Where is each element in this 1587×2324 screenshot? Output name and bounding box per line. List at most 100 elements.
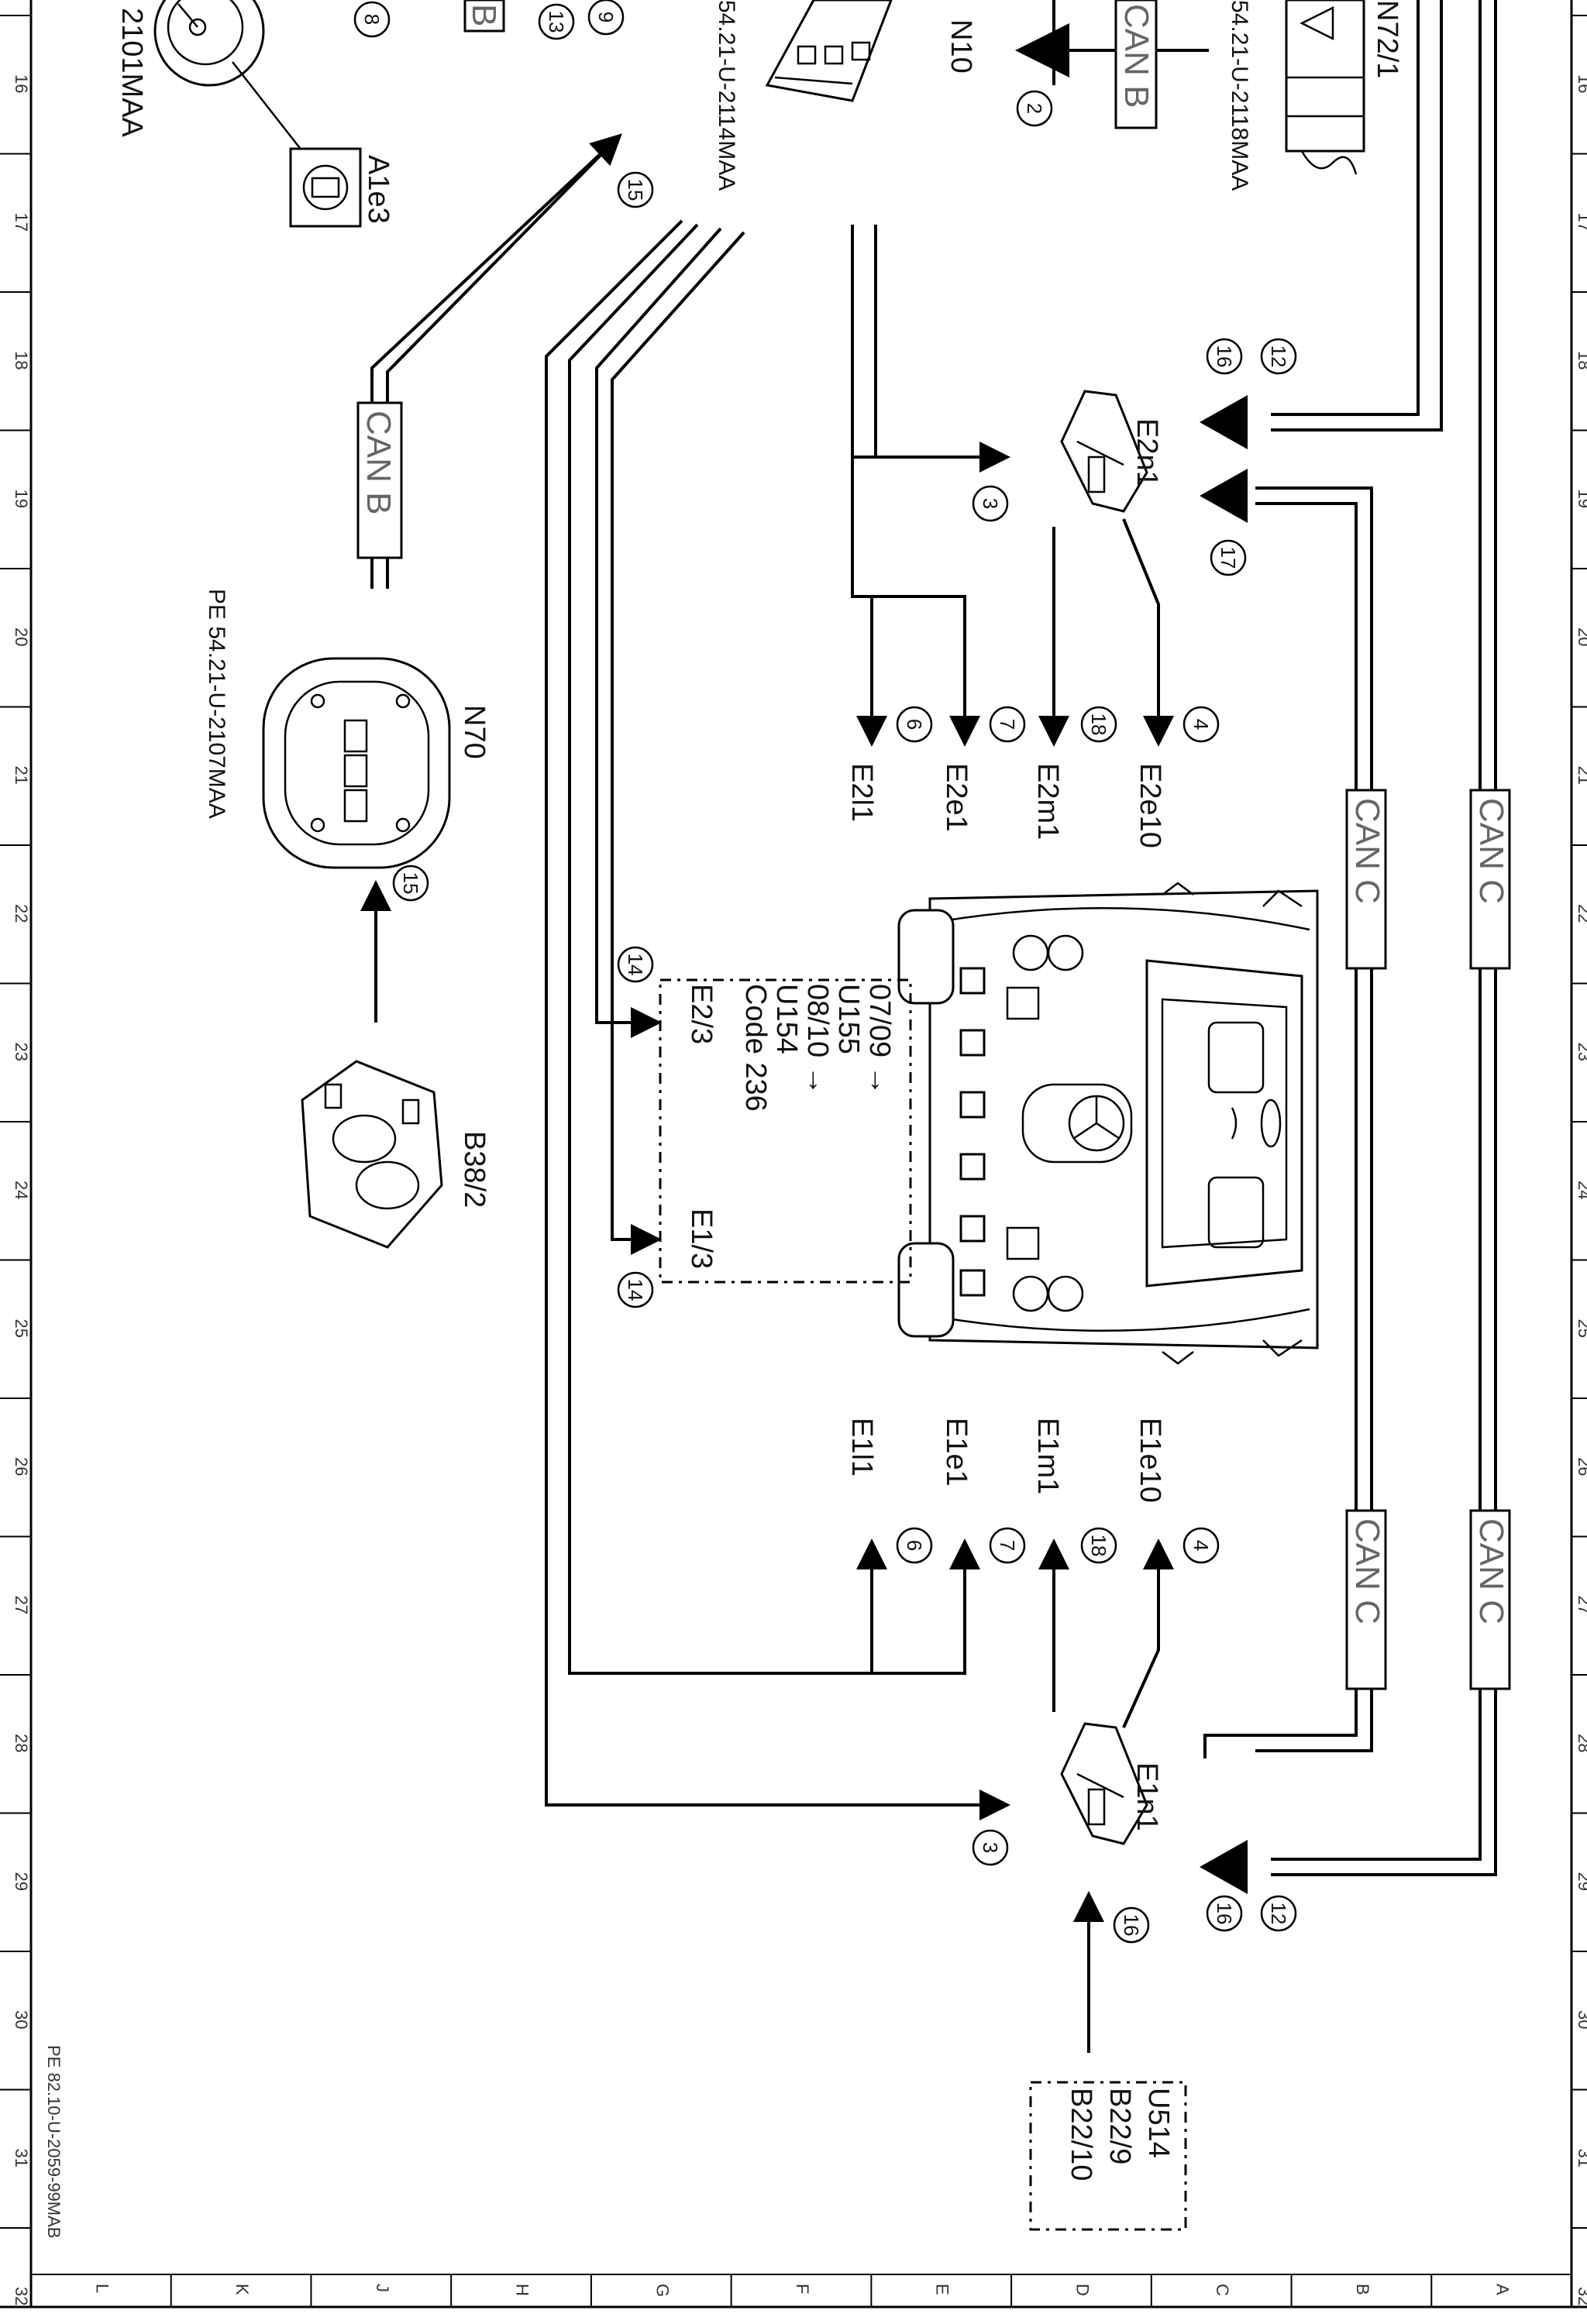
E2n1-module xyxy=(1060,390,1148,513)
arrow-e2n1-top xyxy=(1200,395,1248,449)
svg-text:16: 16 xyxy=(1213,346,1236,368)
can-c-label-3: CAN C xyxy=(1348,1518,1386,1624)
wire-n10-E1_3 xyxy=(611,231,745,1255)
ruler-number: 20 xyxy=(1575,627,1587,646)
vehicle-front xyxy=(897,882,1319,1365)
U514-line-3: B22/10 xyxy=(1065,2088,1097,2181)
ruler-number: 29 xyxy=(12,1872,31,1891)
label-A1e3: A1e3 xyxy=(362,155,394,224)
U514-line-2: B22/9 xyxy=(1103,2088,1136,2164)
ruler-letter: E xyxy=(933,2284,952,2295)
label-E2_3: E2/3 xyxy=(685,984,718,1044)
N70-ref: PE 54.21-U-2107MAA xyxy=(204,589,229,819)
label-N10: N10 xyxy=(945,19,977,74)
ruler-letter: J xyxy=(373,2284,392,2292)
ruler-letter: G xyxy=(652,2284,672,2297)
cluster-ref: 2101MAA xyxy=(115,8,148,138)
ruler-number: 19 xyxy=(1575,490,1587,508)
U514-box xyxy=(1029,2081,1187,2231)
marker-18-top: 18 xyxy=(1080,706,1117,743)
svg-text:13: 13 xyxy=(545,11,568,33)
N70-module xyxy=(262,657,451,869)
svg-text:3: 3 xyxy=(979,1842,1002,1853)
wire-top-outer xyxy=(1271,0,1420,416)
marker-6-top: 6 xyxy=(896,706,933,743)
box-line-5: Code 236 xyxy=(739,984,772,1112)
ruler-number: 17 xyxy=(1575,213,1587,232)
marker-14-top: 14 xyxy=(617,946,654,983)
ruler-letter: F xyxy=(793,2284,812,2294)
marker-9: 9 xyxy=(587,0,625,36)
ruler-number: 27 xyxy=(1575,1596,1587,1614)
can-c-bus-left xyxy=(1203,504,1358,1758)
N10-module xyxy=(765,0,893,102)
ruler-number: 30 xyxy=(12,2010,31,2029)
wire-E2e1 xyxy=(852,595,980,747)
marker-15-top: 15 xyxy=(617,171,654,208)
marker-18-bottom: 18 xyxy=(1080,1527,1117,1564)
arrow-e1n1-canc xyxy=(1200,1840,1248,1894)
can-b-top-box xyxy=(1114,0,1158,129)
svg-text:4: 4 xyxy=(1189,719,1213,730)
label-B38_2: B38/2 xyxy=(458,1131,491,1208)
ruler-letter: L xyxy=(92,2284,112,2293)
marker-4-top: 4 xyxy=(1183,706,1220,743)
ruler-number: 17 xyxy=(12,213,31,232)
marker-13: 13 xyxy=(538,3,575,40)
label-E1m1: E1m1 xyxy=(1031,1418,1064,1494)
svg-text:16: 16 xyxy=(1120,1914,1143,1937)
marker-6-bottom: 6 xyxy=(896,1527,933,1564)
N10-ref: 54.21-U-2114MAA xyxy=(714,0,739,191)
wire-n10-E2_3 xyxy=(595,227,722,1038)
svg-text:2: 2 xyxy=(1023,103,1046,114)
can-c-bus-right-inner xyxy=(1271,0,1497,1876)
marker-2: 2 xyxy=(1016,90,1053,127)
ruler-number: 23 xyxy=(1575,1043,1587,1061)
box-line-2: U155 xyxy=(832,984,865,1054)
marker-7-bottom: 7 xyxy=(989,1527,1026,1564)
svg-text:7: 7 xyxy=(996,719,1019,730)
svg-text:14: 14 xyxy=(624,1279,647,1301)
arrow-e2n1-canc xyxy=(1200,469,1248,523)
wire-n10-e1n1-3 xyxy=(545,219,1010,1820)
svg-text:3: 3 xyxy=(979,498,1002,509)
label-E1_3: E1/3 xyxy=(685,1208,718,1269)
wire-E2l1 xyxy=(851,457,887,747)
label-N70: N70 xyxy=(458,705,491,759)
ruler-number: 19 xyxy=(12,490,31,508)
svg-text:15: 15 xyxy=(399,872,422,895)
wire-top-inner xyxy=(1271,0,1443,431)
label-E2e10: E2e10 xyxy=(1134,763,1166,848)
ruler-number: 26 xyxy=(1575,1457,1587,1476)
ruler-number: 18 xyxy=(12,351,31,370)
ruler-number: 20 xyxy=(12,627,31,646)
svg-text:6: 6 xyxy=(903,1540,926,1551)
ruler-letter: A xyxy=(1493,2284,1513,2295)
N72_1-module xyxy=(1285,0,1365,175)
label-E2e1: E2e1 xyxy=(940,763,973,832)
marker-16-top: 16 xyxy=(1206,338,1243,375)
ruler-number: 22 xyxy=(1575,904,1587,923)
svg-text:6: 6 xyxy=(903,719,926,730)
footer-ref: PE 82.10-U-2059-99MAB xyxy=(44,2045,64,2238)
ruler-number: 32 xyxy=(1575,2287,1587,2305)
option-box xyxy=(659,978,912,1284)
marker-16-bottom: 16 xyxy=(1206,1895,1243,1932)
label-E2l1: E2l1 xyxy=(845,763,878,822)
ruler-number: 31 xyxy=(12,2149,31,2168)
marker-7-top: 7 xyxy=(989,706,1026,743)
can-b-fragment: B xyxy=(465,4,503,26)
marker-8: 8 xyxy=(353,1,391,38)
B38_2-sensor xyxy=(301,1060,443,1249)
can-b-label: CAN B xyxy=(360,411,398,514)
can-b-box xyxy=(356,401,403,559)
can-c-label-4: CAN C xyxy=(1472,1518,1510,1624)
label-E2m1: E2m1 xyxy=(1031,763,1064,840)
ruler-number: 24 xyxy=(1575,1181,1587,1199)
ruler-number: 22 xyxy=(12,904,31,923)
label-E1l1: E1l1 xyxy=(845,1418,878,1477)
